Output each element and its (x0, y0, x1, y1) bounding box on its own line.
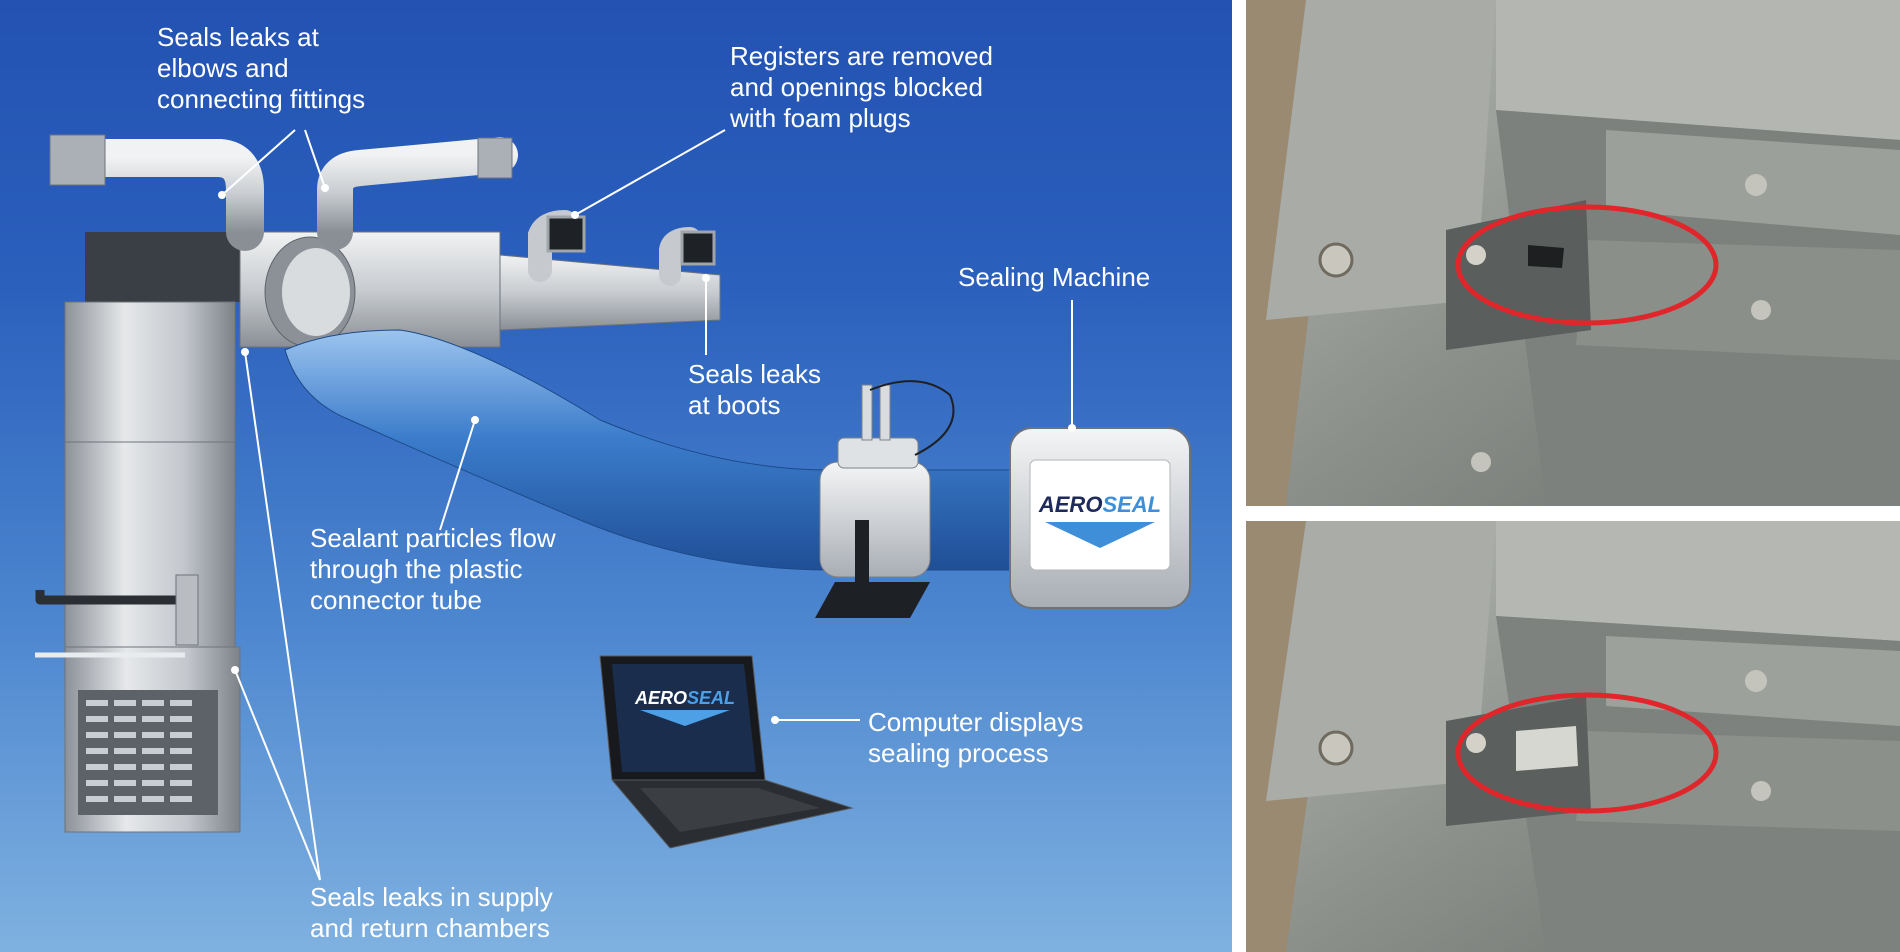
supply-plenum (239, 231, 721, 348)
diagram-art: AEROSEAL AEROSEAL (35, 129, 1191, 881)
photo-before-sealing (1246, 0, 1900, 506)
injector-unit (815, 380, 955, 618)
aeroseal-diagram: AEROSEAL AEROSEAL (0, 0, 1232, 952)
laptop-computer: AEROSEAL (599, 655, 854, 849)
duct-photo-after (1246, 521, 1900, 952)
machine-logo: AEROSEAL (1038, 492, 1161, 517)
callout-elbows: Seals leaks at elbows and connecting fit… (157, 22, 366, 114)
callout-leader-lines (221, 129, 1073, 881)
leak-highlight-circle (1455, 204, 1719, 326)
photo-after-sealing (1246, 521, 1900, 952)
callout-registers: Registers are removed and openings block… (730, 41, 993, 133)
callout-sealing-machine: Sealing Machine (958, 262, 1151, 292)
callout-dots (218, 184, 1076, 724)
foam-plugs (546, 215, 716, 266)
sealed-highlight-circle (1455, 692, 1719, 814)
sealing-machine: AEROSEAL (1009, 427, 1191, 609)
laptop-logo: AEROSEAL (634, 688, 735, 708)
callout-chambers: Seals leaks in supply and return chamber… (310, 882, 553, 943)
callout-particles: Sealant particles flow through the plast… (310, 523, 556, 615)
callout-boots: Seals leaks at boots (688, 359, 821, 420)
callout-computer: Computer displays sealing process (868, 707, 1084, 768)
duct-photo-before (1246, 0, 1900, 506)
furnace-unit (35, 232, 255, 833)
